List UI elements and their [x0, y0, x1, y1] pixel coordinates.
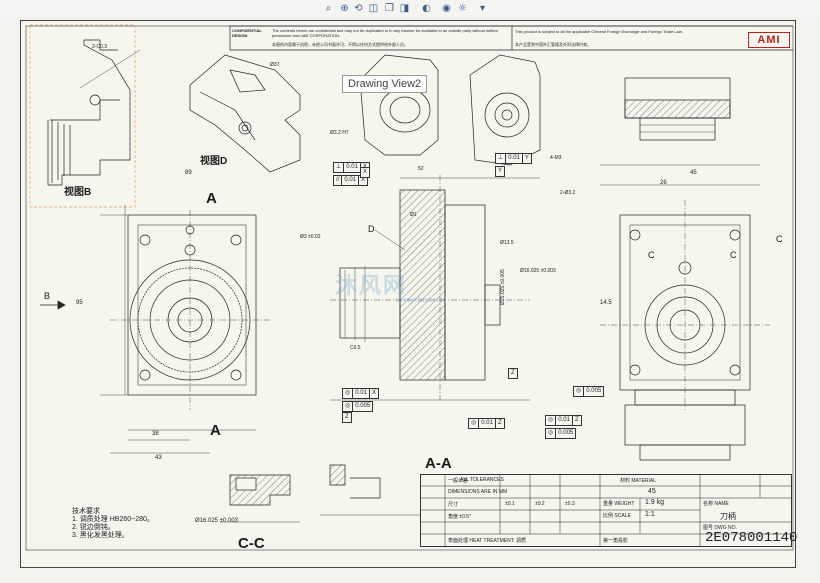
notes-line: 2. 锐边倒钝。 — [72, 524, 115, 531]
name-label: 名称 NAME — [703, 501, 729, 507]
view-toolbar: ⌕ ⊕ ⟲ ◫ ❒ ◨ ◐ ◉ ☼ ▾ — [0, 0, 820, 18]
dim-label: 2-Ø3.2 — [560, 190, 576, 196]
notes-line: 3. 黑化发黑处理。 — [72, 532, 129, 539]
drawing-view-tooltip: Drawing View2 — [342, 75, 428, 93]
drawing-no-label: 图号 DWG NO. — [703, 525, 737, 531]
tolerance-row: ±0.2 — [535, 501, 545, 507]
fcf-concentricity: ◎0.005 — [342, 401, 374, 412]
export-text-cn: 本产品受到中国外汇管理及外贸法律约束。 — [515, 42, 591, 47]
brand-logo: AMI — [748, 32, 790, 48]
dim-label: 52 — [418, 166, 424, 172]
dim-label: C0.5 — [350, 345, 361, 351]
display-style-icon[interactable]: ◨ — [399, 3, 410, 14]
confidential-text-cn: 本图纸内容属于机密，未经公司书面许可，不得以任何方式提供给外部人员。 — [272, 42, 408, 47]
cut-a-bottom-label: A — [210, 422, 221, 439]
magnify-icon[interactable]: ⌕ — [325, 3, 332, 14]
view-orientation-icon[interactable]: ❒ — [385, 3, 394, 14]
dim-label: 14.5 — [600, 300, 612, 306]
confidential-heading: CONFIDENTIAL DESIGN — [232, 28, 262, 38]
weight-label: 重量 WEIGHT — [603, 501, 635, 507]
fcf-concentricity: ◎0.005 — [573, 386, 605, 397]
hide-show-icon[interactable]: ◐ — [422, 3, 431, 14]
dim-label: 2-C0.3 — [92, 44, 108, 50]
name-value[interactable]: 刀柄 — [720, 512, 736, 521]
technical-notes: 技术要求 1. 调质处理 HB260~280。 2. 锐边倒钝。 3. 黑化发黑… — [72, 508, 154, 540]
tolerance-row: ±0.1 — [505, 501, 515, 507]
dim-label: Ø3.2 H7 — [330, 130, 349, 136]
treatment-label: 表面处理 HEAT TREATMENT: 调质 — [448, 538, 526, 544]
dim-label: 45 — [690, 170, 697, 176]
view-settings-icon[interactable]: ▾ — [479, 3, 486, 14]
section-cc-label[interactable]: C-C — [238, 535, 265, 552]
dim-label: Ø13.5 — [500, 240, 514, 246]
dim-label: 43 — [155, 455, 162, 461]
watermark-url: www.mfcad.com — [395, 297, 446, 304]
drawing-number[interactable]: 2E078001140 — [705, 530, 798, 546]
export-text-en: This product is subject to all the appli… — [515, 29, 683, 34]
tolerance-row: 尺寸 — [448, 502, 459, 508]
dim-label: 38 — [152, 431, 159, 437]
dim-label: Ø37 — [270, 62, 280, 68]
scale-value[interactable]: 1:1 — [645, 511, 655, 518]
previous-view-icon[interactable]: ⟲ — [354, 3, 363, 14]
arrow-c-right-label: C — [730, 250, 737, 260]
arrow-c-side-label: C — [776, 234, 783, 244]
scale-label: 比例 SCALE — [603, 513, 631, 519]
tolerance-row: ±0.3 — [565, 501, 575, 507]
dim-label: 4-M3 — [550, 155, 562, 161]
title-block[interactable] — [420, 474, 792, 547]
material-label: 材料 MATERIAL — [620, 478, 657, 484]
tolerance-label-en: ALL TOLERANCES — [460, 477, 504, 483]
weight-value[interactable]: 1.9 kg — [645, 499, 665, 506]
tolerance-row: 角度 ±0.5° — [448, 514, 472, 520]
dim-label: Ø1 — [410, 212, 417, 218]
confidential-text-en: The contents herein are confidential and… — [272, 28, 498, 38]
edit-appearance-icon[interactable]: ◉ — [442, 3, 451, 14]
dim-label: 89 — [185, 170, 192, 176]
datum-y: Y — [495, 166, 506, 177]
dim-label: Ø25.025 ±0.005 — [500, 269, 506, 305]
apply-scene-icon[interactable]: ☼ — [458, 3, 467, 14]
detail-dimension: Ø16.025 ±0.003 — [195, 518, 238, 524]
dim-label: 95 — [76, 300, 83, 306]
projection-label: 第一角投影 — [603, 538, 629, 544]
arrow-c-left-label: C — [648, 250, 655, 260]
dim-label: 26 — [660, 180, 667, 186]
view-b-label[interactable]: 视图B — [64, 187, 92, 198]
arrow-d-label: D — [368, 224, 375, 234]
dim-label: Ø3 ±0.02 — [300, 234, 321, 240]
dim-label: Ø16.025 ±0.003 — [520, 268, 556, 274]
datum-z: Z — [342, 412, 352, 423]
watermark: 沐风网 — [335, 273, 408, 298]
cut-a-top-label: A — [206, 190, 217, 207]
section-aa-label[interactable]: A-A — [425, 455, 452, 472]
dimension-unit: DIMENSIONS ARE IN MM — [448, 489, 508, 495]
notes-line: 1. 调质处理 HB260~280。 — [72, 516, 154, 523]
tolerance-label: 一般公差 — [448, 478, 469, 484]
fcf-concentricity: ◎0.005 — [545, 428, 577, 439]
material-value[interactable]: 45 — [648, 488, 656, 495]
view-d-label[interactable]: 视图D — [200, 156, 228, 167]
datum-z: Z — [508, 368, 518, 379]
arrow-b-label: B — [44, 291, 51, 301]
datum-x: X — [360, 167, 371, 178]
zoom-area-icon[interactable]: ⊕ — [340, 3, 349, 14]
notes-title: 技术要求 — [72, 508, 100, 515]
section-view-icon[interactable]: ◫ — [368, 3, 379, 14]
